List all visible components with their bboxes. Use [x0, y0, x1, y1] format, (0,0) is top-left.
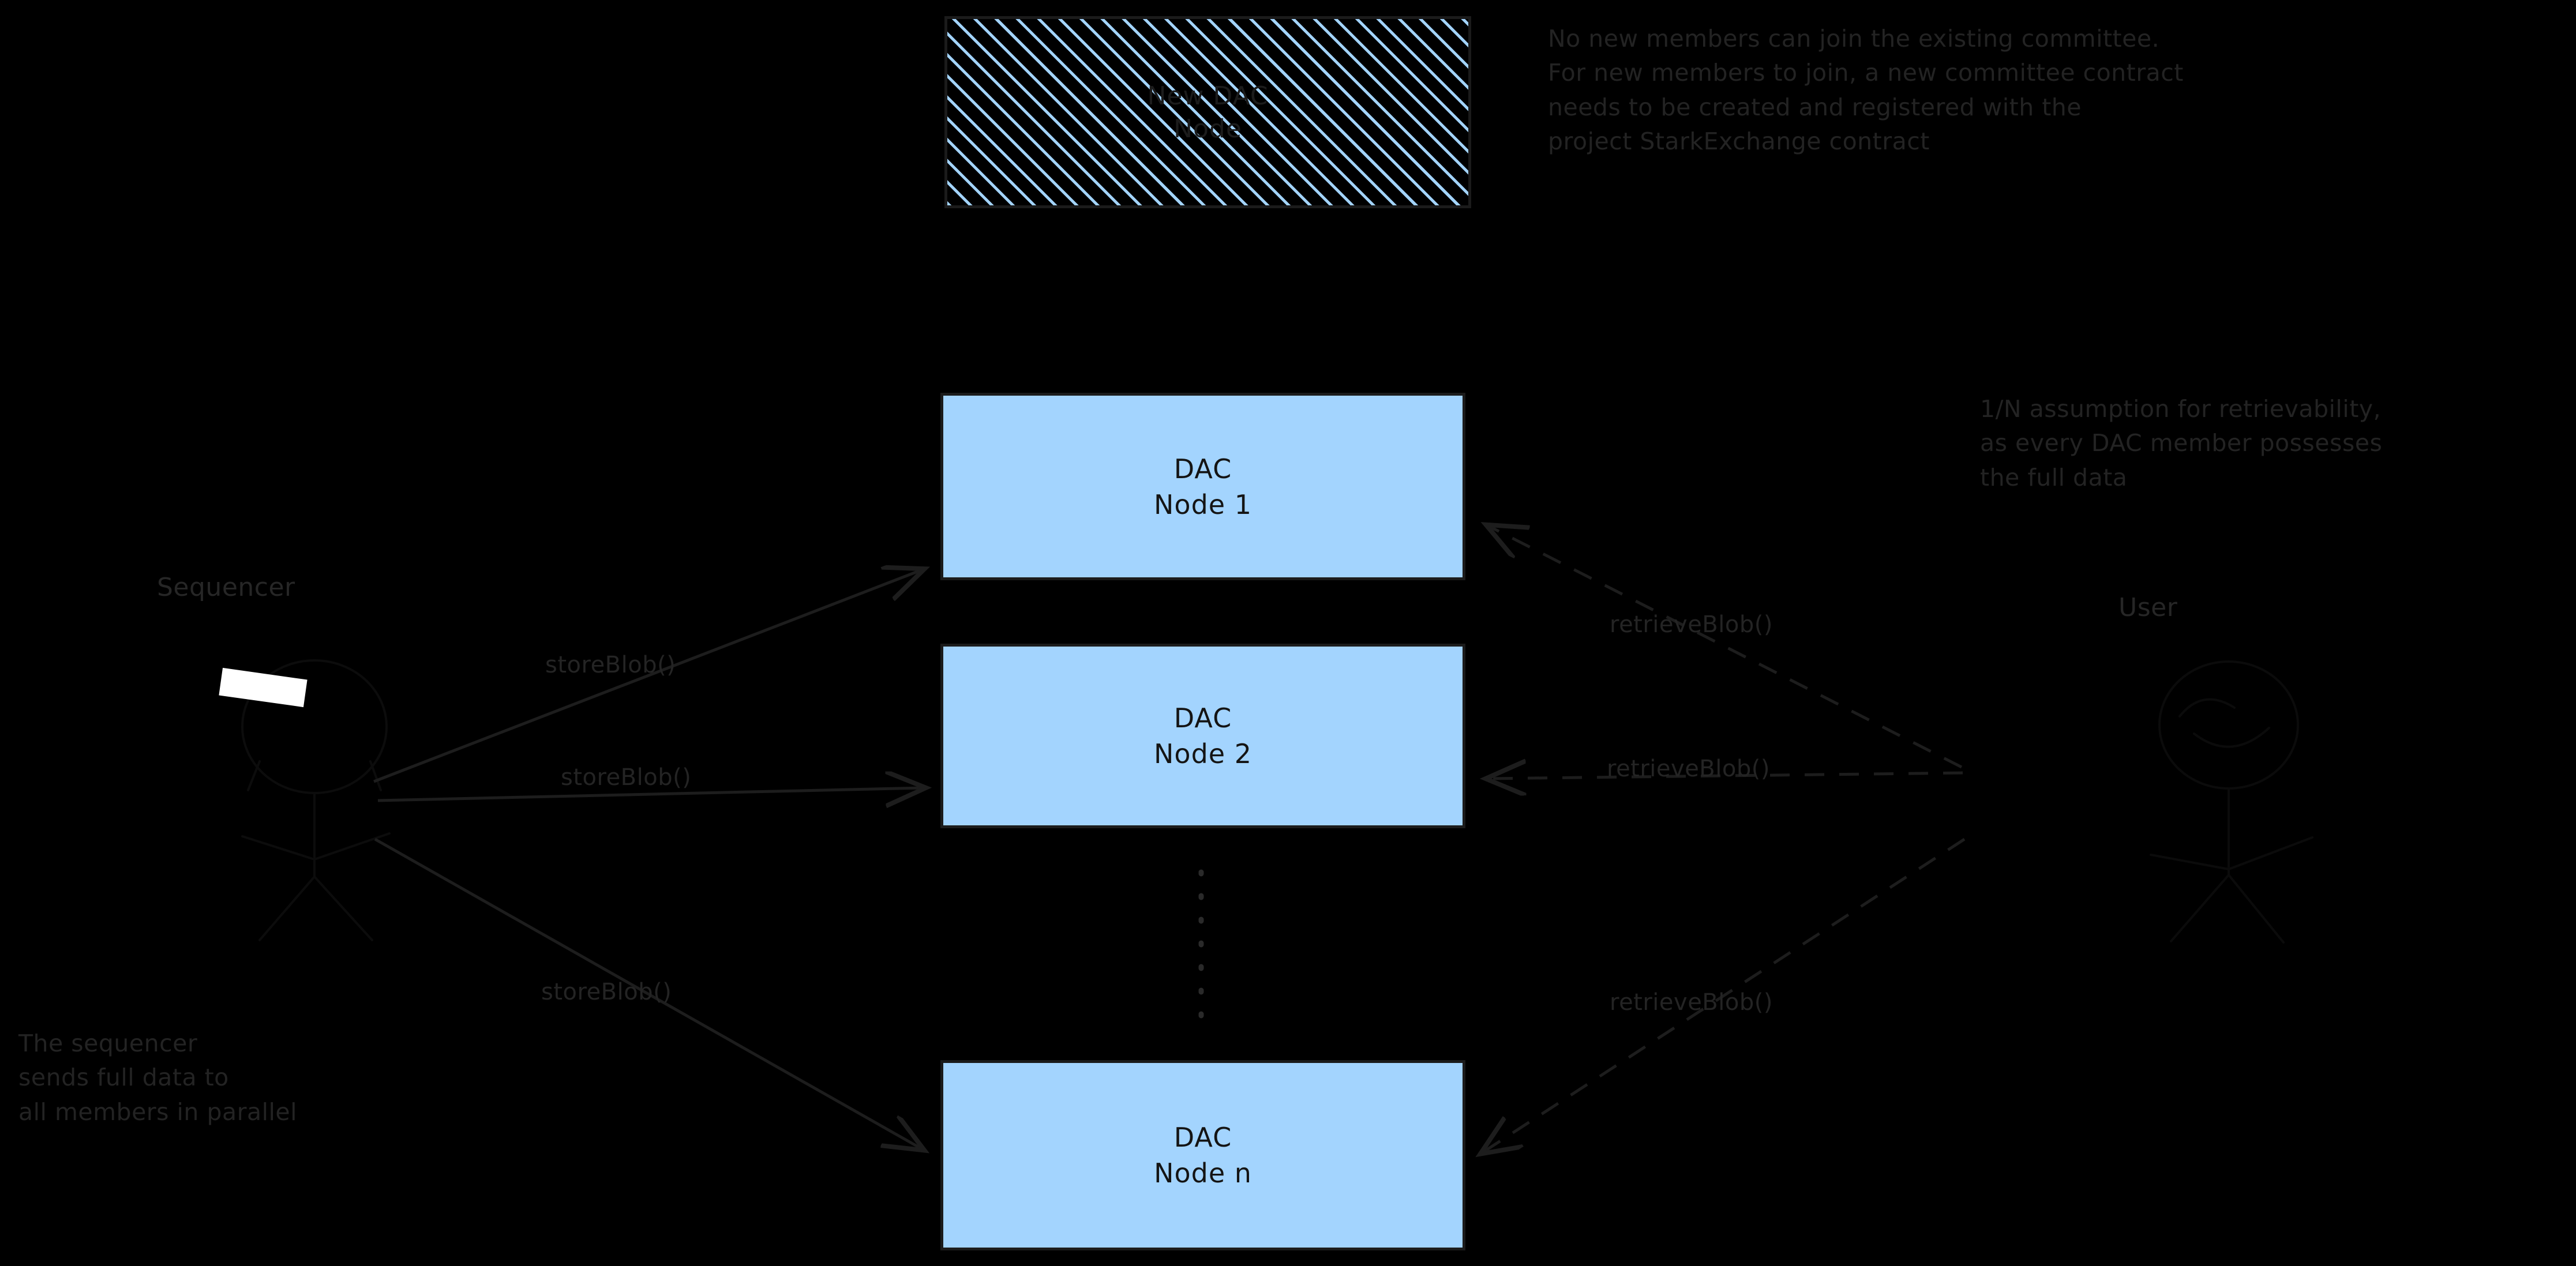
- dac-node-1-line1: DAC: [1173, 453, 1232, 484]
- dac-node-1-line2: Node 1: [1154, 489, 1252, 520]
- label-retrieveblob-noden: retrieveBlob(): [1610, 989, 1773, 1016]
- new-dac-node-box[interactable]: New DAC Node: [944, 16, 1471, 208]
- dac-node-2-line2: Node 2: [1154, 738, 1252, 769]
- label-retrieveblob-node1: retrieveBlob(): [1610, 611, 1773, 638]
- label-storeblob-noden: storeBlob(): [541, 979, 672, 1005]
- dac-node-2-box[interactable]: DAC Node 2: [940, 644, 1465, 828]
- label-storeblob-node2: storeBlob(): [561, 764, 692, 791]
- dac-node-n-line1: DAC: [1173, 1122, 1232, 1153]
- new-dac-node-line2: Node: [1173, 114, 1242, 144]
- arrow-retrieveblob-node1: [1488, 526, 1963, 769]
- label-storeblob-node1: storeBlob(): [545, 652, 676, 678]
- dac-node-2-line1: DAC: [1173, 703, 1232, 734]
- dac-node-n-box[interactable]: DAC Node n: [940, 1060, 1465, 1250]
- dac-node-1-box[interactable]: DAC Node 1: [940, 393, 1465, 580]
- user-label: User: [2118, 593, 2178, 622]
- note-retrievability: 1/N assumption for retrievability, as ev…: [1980, 395, 2383, 491]
- user-figure-icon: [2110, 647, 2353, 947]
- note-committee: No new members can join the existing com…: [1548, 25, 2184, 156]
- sequencer-label: Sequencer: [157, 573, 295, 602]
- label-retrieveblob-node2: retrieveBlob(): [1607, 756, 1770, 782]
- dac-node-n-line2: Node n: [1154, 1158, 1252, 1189]
- new-dac-node-line1: New DAC: [1147, 81, 1269, 111]
- sequencer-figure-icon: [190, 646, 438, 946]
- note-sequencer: The sequencer sends full data to all mem…: [18, 1030, 297, 1126]
